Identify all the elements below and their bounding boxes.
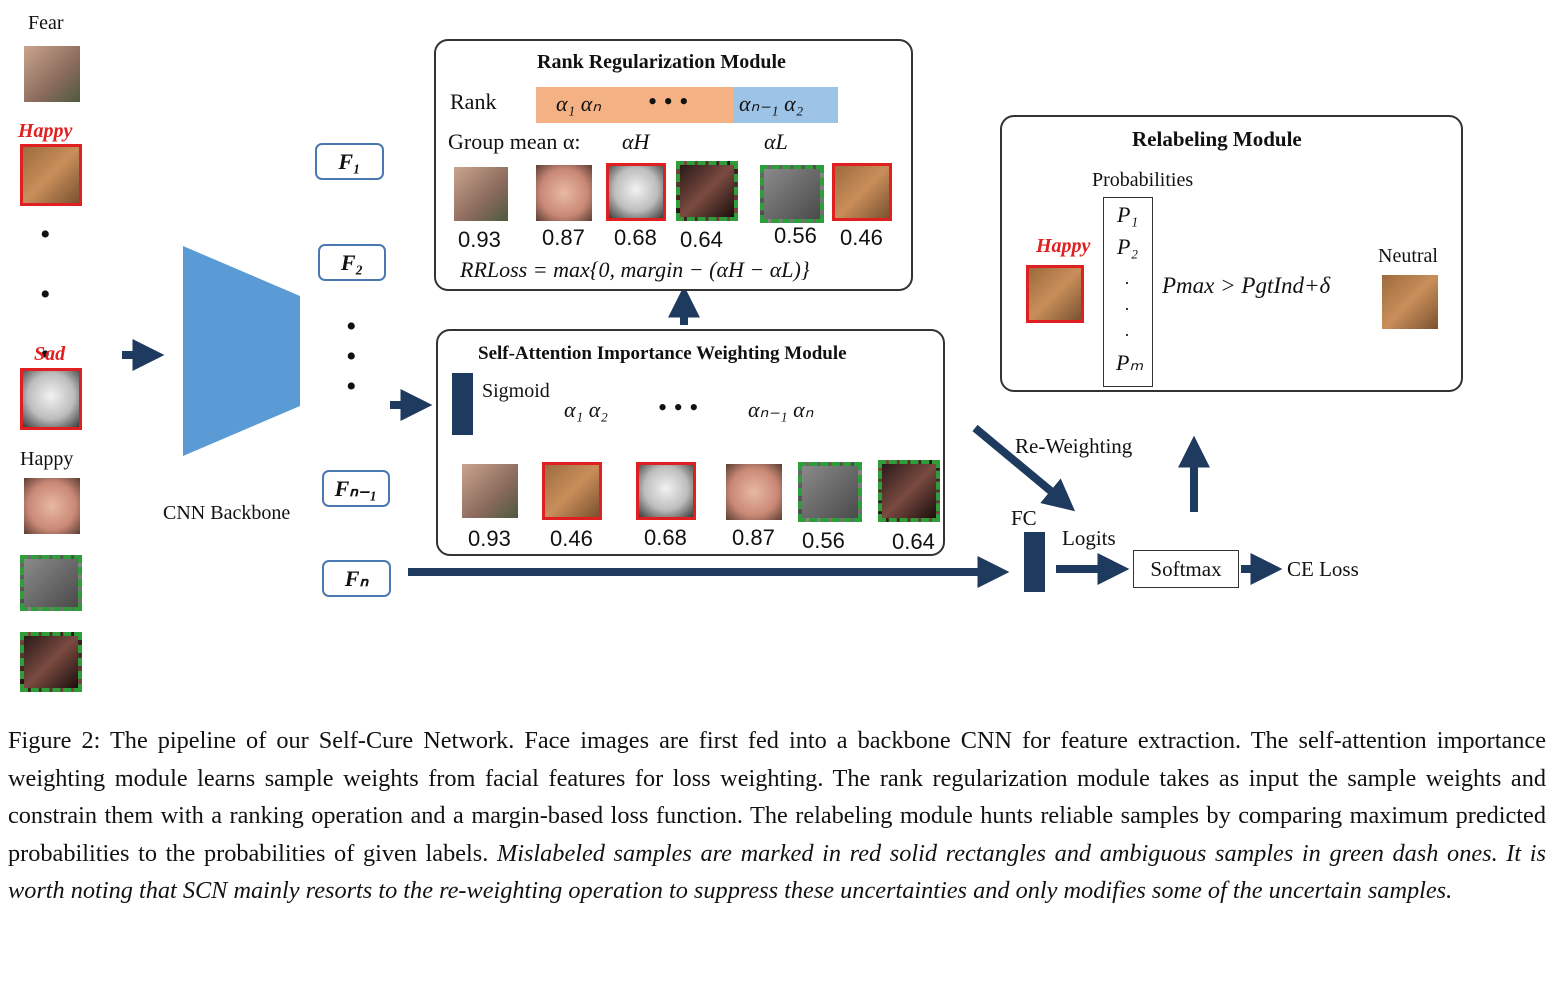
sa-face-3 <box>636 462 696 520</box>
relabel-face-after <box>1382 275 1438 329</box>
sa-weight-3: 0.68 <box>644 525 687 550</box>
probability-vector: P₁ P₂ ··· Pₘ <box>1103 197 1153 387</box>
rrm-face-5 <box>760 165 824 223</box>
logits-label: Logits <box>1062 526 1116 550</box>
rrm-face-3 <box>606 163 666 221</box>
feature-box-fn: Fₙ <box>322 560 391 597</box>
sa-alphas-left: α₁ α₂ <box>564 397 608 422</box>
sa-face-6 <box>878 460 940 522</box>
rank-low-segment: αₙ₋₁ α₂ <box>733 87 838 123</box>
rank-high-alphas: α₁ αₙ <box>556 91 602 116</box>
fc-label: FC <box>1011 506 1037 530</box>
figure-caption: Figure 2: The pipeline of our Self-Cure … <box>8 722 1546 910</box>
self-attention-module: Self-Attention Importance Weighting Modu… <box>436 329 945 556</box>
sa-alphas-right: αₙ₋₁ αₙ <box>748 397 814 422</box>
sa-weight-6: 0.64 <box>892 529 935 554</box>
feature-box-f1: F₁ <box>315 143 384 180</box>
relabel-title: Relabeling Module <box>1132 127 1302 151</box>
rrm-weight-6: 0.46 <box>840 225 883 250</box>
alpha-h-label: αH <box>622 129 650 154</box>
input-label-fear: Fear <box>28 12 64 34</box>
fc-bar <box>1024 532 1045 592</box>
prob-pm: Pₘ <box>1116 350 1144 375</box>
sigmoid-label: Sigmoid <box>482 380 550 402</box>
rrm-weight-3: 0.68 <box>614 225 657 250</box>
sa-weight-2: 0.46 <box>550 526 593 551</box>
relabeling-module: Relabeling Module Probabilities P₁ P₂ ··… <box>1000 115 1463 392</box>
input-face-ambiguous-2 <box>20 632 82 692</box>
sa-face-5 <box>798 462 862 522</box>
cnn-backbone-shape <box>183 246 300 456</box>
sa-weight-1: 0.93 <box>468 526 511 551</box>
input-face-ambiguous-1 <box>20 555 82 611</box>
rrm-weight-1: 0.93 <box>458 227 501 252</box>
group-mean-label: Group mean α: <box>448 129 581 154</box>
rrm-face-2 <box>536 165 592 221</box>
relabel-happy-label: Happy <box>1036 235 1091 257</box>
input-label-sad-mislabeled: Sad <box>34 343 66 365</box>
sa-face-2 <box>542 462 602 520</box>
prob-p1: P₁ <box>1117 202 1139 227</box>
rrm-face-4 <box>676 161 738 221</box>
rank-regularization-module: Rank Regularization Module Rank α₁ αₙ • … <box>434 39 913 291</box>
rank-low-alphas: αₙ₋₁ α₂ <box>739 91 804 116</box>
sa-dots: • • • <box>658 393 699 422</box>
sa-weight-4: 0.87 <box>732 525 775 550</box>
prob-p2: P₂ <box>1117 234 1139 259</box>
sa-face-4 <box>726 464 782 520</box>
sa-title: Self-Attention Importance Weighting Modu… <box>478 343 847 364</box>
neutral-label: Neutral <box>1378 245 1438 267</box>
probabilities-label: Probabilities <box>1092 169 1194 191</box>
feature-dots: ••• <box>346 310 357 403</box>
rank-high-segment: α₁ αₙ • • • <box>536 87 733 123</box>
input-face-happy <box>24 478 80 534</box>
rrm-weight-2: 0.87 <box>542 225 585 250</box>
rrm-weight-5: 0.56 <box>774 223 817 248</box>
sa-weight-5: 0.56 <box>802 528 845 553</box>
input-face-sad-mislabeled <box>20 368 82 430</box>
sa-face-1 <box>462 464 518 518</box>
rrm-face-1 <box>454 167 508 221</box>
reweighting-label: Re-Weighting <box>1015 434 1133 458</box>
ce-loss-label: CE Loss <box>1287 557 1359 581</box>
rrm-weight-4: 0.64 <box>680 227 723 252</box>
rrm-title: Rank Regularization Module <box>537 51 786 73</box>
softmax-box: Softmax <box>1133 550 1239 588</box>
alpha-l-label: αL <box>764 129 788 154</box>
rrm-rank-label: Rank <box>450 89 497 114</box>
input-dots: ••• <box>40 218 51 371</box>
relabel-condition: Pmax > PgtInd+δ <box>1162 273 1331 298</box>
caption-text: Figure 2: The pipeline of our Self-Cure … <box>8 727 1546 867</box>
rrm-face-6 <box>832 163 892 221</box>
arrow-reweighting <box>972 424 1076 512</box>
prob-dots: ··· <box>1124 273 1130 345</box>
backbone-label: CNN Backbone <box>163 502 291 524</box>
rank-dots: • • • <box>648 87 689 116</box>
caption-italic-text: Mislabeled samples are marked in red sol… <box>8 839 1546 905</box>
input-label-happy: Happy <box>20 448 74 470</box>
attention-fc-bar <box>452 373 473 435</box>
input-face-fear <box>24 46 80 102</box>
feature-box-fn-1: Fₙ₋₁ <box>322 470 390 507</box>
input-label-happy-mislabeled: Happy <box>18 120 73 142</box>
rr-loss-formula: RRLoss = max{0, margin − (αH − αL)} <box>460 257 810 282</box>
feature-box-f2: F₂ <box>318 244 386 281</box>
relabel-face-before <box>1026 265 1084 323</box>
input-face-happy-mislabeled <box>20 144 82 206</box>
